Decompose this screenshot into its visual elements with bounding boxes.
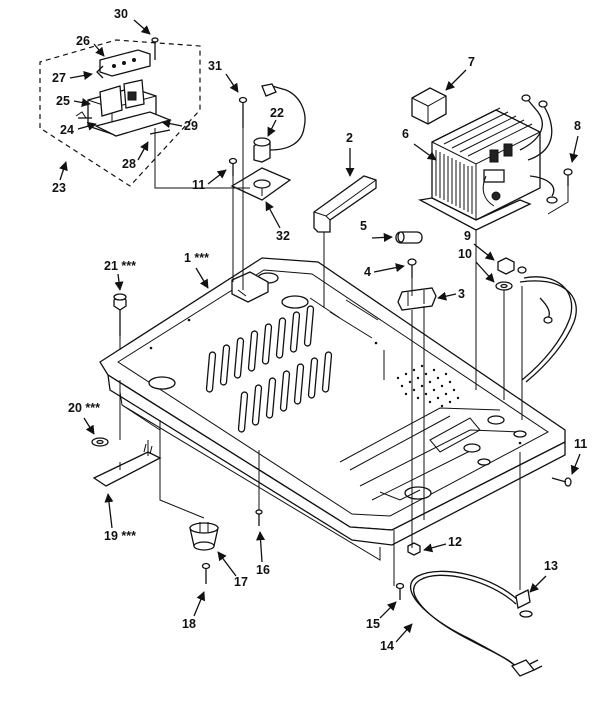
callout-19: 19 ***	[104, 529, 136, 543]
screw-30	[151, 37, 159, 60]
callout-17: 17	[234, 575, 248, 589]
callout-20: 20 ***	[68, 401, 100, 415]
callout-27: 27	[52, 71, 66, 85]
callout-31: 31	[208, 59, 222, 73]
screw-16	[255, 509, 263, 526]
callout-10: 10	[458, 247, 472, 261]
bracket-19	[92, 443, 162, 487]
callout-16: 16	[256, 563, 270, 577]
callout-13: 13	[544, 559, 558, 573]
washer-10	[495, 281, 513, 291]
callout-30: 30	[114, 7, 128, 21]
callout-5: 5	[360, 219, 367, 233]
screw-8	[563, 168, 573, 186]
screw-4	[407, 258, 417, 278]
cube-7	[411, 87, 447, 125]
screw-11-top	[228, 157, 238, 176]
grommet-12	[407, 542, 421, 556]
callout-18: 18	[182, 617, 196, 631]
callout-8: 8	[574, 119, 581, 133]
washer-20	[91, 437, 109, 447]
callout-11b: 11	[574, 437, 587, 451]
base-pan	[99, 257, 566, 561]
callout-9: 9	[464, 229, 471, 243]
callout-12: 12	[448, 535, 462, 549]
callout-24: 24	[60, 123, 74, 137]
callout-25: 25	[56, 94, 70, 108]
screw-31	[238, 96, 248, 128]
power-cord-14	[410, 570, 543, 677]
screw-21	[113, 293, 127, 336]
power-module-6	[418, 94, 558, 231]
screw-11-bottom	[551, 477, 572, 487]
callout-28: 28	[122, 157, 136, 171]
nut-9	[497, 257, 515, 275]
fuse-5	[395, 231, 423, 244]
callout-1: 1 ***	[184, 251, 209, 265]
wire-harness	[519, 280, 577, 383]
vent-slots	[205, 305, 333, 433]
assembly-lines	[119, 128, 569, 590]
perforated-area	[396, 364, 460, 408]
callout-6: 6	[402, 127, 409, 141]
callout-26: 26	[76, 34, 90, 48]
callout-29: 29	[184, 119, 198, 133]
sensor-assembly	[230, 83, 306, 201]
callout-32: 32	[276, 229, 290, 243]
callout-2: 2	[346, 131, 353, 145]
screw-15	[395, 582, 405, 600]
callout-3: 3	[458, 287, 465, 301]
callout-15: 15	[366, 617, 380, 631]
callout-23: 23	[52, 181, 66, 195]
callout-7: 7	[468, 55, 475, 69]
callout-11a: 11	[192, 178, 205, 192]
fuse-holder-3	[397, 287, 437, 311]
callout-4: 4	[364, 265, 371, 279]
callout-21: 21 ***	[104, 259, 136, 273]
transformer-assembly	[39, 39, 201, 187]
rear-bracket	[231, 271, 269, 303]
part-2-angle-block	[313, 175, 377, 233]
screw-18	[201, 562, 211, 584]
callout-14: 14	[380, 639, 394, 653]
foot-17	[189, 522, 219, 551]
callouts: 30 26 27 25 24 28 29 23 31 22 11 32 2 7 …	[52, 7, 587, 653]
callout-22: 22	[270, 106, 284, 120]
